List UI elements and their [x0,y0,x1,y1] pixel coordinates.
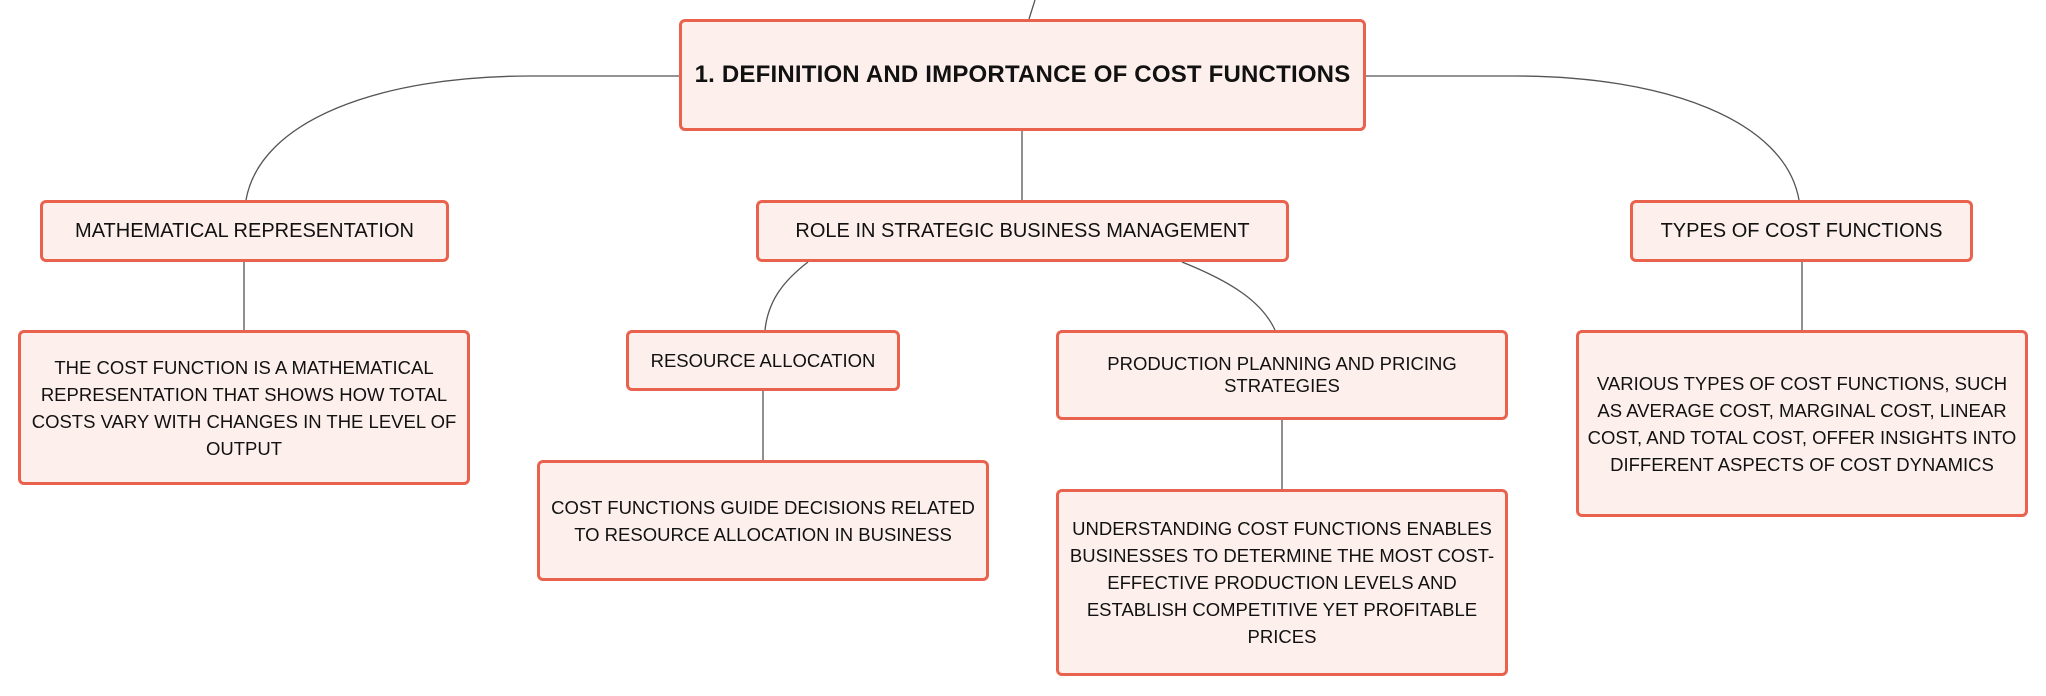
connector-role-production [1181,261,1276,331]
topic-resource-allocation-label: RESOURCE ALLOCATION [650,349,876,371]
detail-mathematical-representation[interactable]: THE COST FUNCTION IS A MATHEMATICAL REPR… [18,330,470,485]
detail-types-of-cost-functions-text: VARIOUS TYPES OF COST FUNCTIONS, SUCH AS… [1587,372,2017,475]
detail-resource-allocation[interactable]: COST FUNCTIONS GUIDE DECISIONS RELATED T… [537,460,989,581]
topic-role-strategic-management-label: ROLE IN STRATEGIC BUSINESS MANAGEMENT [795,219,1250,242]
connector-root-types [1365,75,1800,201]
topic-production-planning-pricing-label: PRODUCTION PLANNING AND PRICING STRATEGI… [1107,353,1457,396]
detail-production-planning-pricing[interactable]: UNDERSTANDING COST FUNCTIONS ENABLES BUS… [1056,489,1508,676]
topic-role-strategic-management[interactable]: ROLE IN STRATEGIC BUSINESS MANAGEMENT [756,200,1289,262]
root-topic-label: 1. DEFINITION AND IMPORTANCE OF COST FUN… [694,61,1351,88]
connector-role-resource [764,261,809,331]
topic-mathematical-representation-label: MATHEMATICAL REPRESENTATION [75,219,414,242]
topic-types-of-cost-functions-label: TYPES OF COST FUNCTIONS [1660,219,1943,242]
root-topic[interactable]: 1. DEFINITION AND IMPORTANCE OF COST FUN… [679,19,1366,131]
detail-resource-allocation-text: COST FUNCTIONS GUIDE DECISIONS RELATED T… [551,496,975,545]
topic-types-of-cost-functions[interactable]: TYPES OF COST FUNCTIONS [1630,200,1973,262]
topic-mathematical-representation[interactable]: MATHEMATICAL REPRESENTATION [40,200,449,262]
connector-parent-root [1028,0,1036,20]
connector-root-mathematical [245,75,680,201]
topic-resource-allocation[interactable]: RESOURCE ALLOCATION [626,330,900,391]
detail-mathematical-representation-text: THE COST FUNCTION IS A MATHEMATICAL REPR… [31,356,457,459]
topic-production-planning-pricing[interactable]: PRODUCTION PLANNING AND PRICING STRATEGI… [1056,330,1508,420]
detail-types-of-cost-functions[interactable]: VARIOUS TYPES OF COST FUNCTIONS, SUCH AS… [1576,330,2028,517]
detail-production-planning-pricing-text: UNDERSTANDING COST FUNCTIONS ENABLES BUS… [1069,518,1495,647]
